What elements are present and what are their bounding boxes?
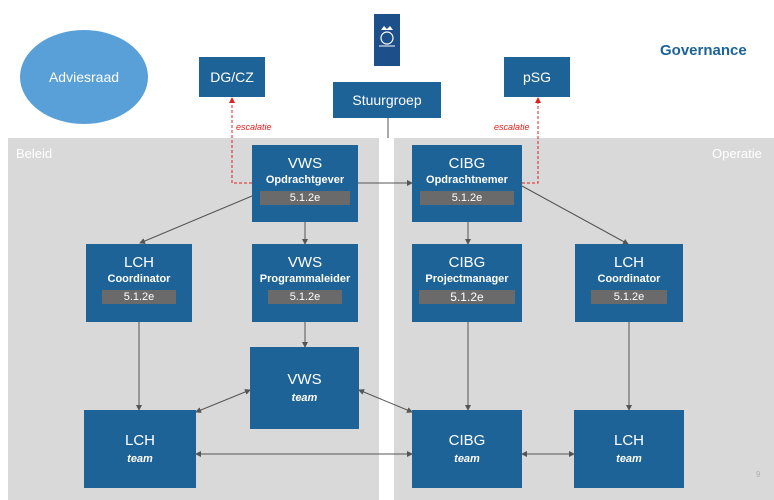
org-label: CIBG — [448, 432, 486, 449]
page-number: 9 — [756, 470, 761, 479]
operatie-label: Operatie — [712, 146, 762, 161]
role-label: Coordinator — [107, 273, 171, 285]
escalation-right-line — [522, 97, 541, 184]
role-label: Coordinator — [597, 273, 661, 285]
lch-team-right-box: LCH team — [574, 410, 684, 488]
org-label: VWS — [287, 371, 322, 388]
dgcz-box: DG/CZ — [199, 57, 265, 97]
team-label: team — [616, 453, 642, 465]
cibg-team-box: CIBG team — [412, 410, 522, 488]
org-label: LCH — [123, 254, 154, 271]
redaction-mark: 5.1.2e — [267, 290, 343, 304]
lch-coordinator-right-box: LCH Coordinator 5.1.2e — [575, 244, 683, 322]
dgcz-label: DG/CZ — [210, 69, 254, 85]
org-label: LCH — [124, 432, 155, 449]
team-label: team — [127, 453, 153, 465]
og-lch-arrow — [139, 195, 253, 244]
org-label: LCH — [613, 432, 644, 449]
page-title: Governance — [660, 42, 747, 59]
psg-box: pSG — [504, 57, 570, 97]
lch-coordinator-left-box: LCH Coordinator 5.1.2e — [86, 244, 192, 322]
escalation-left-line — [229, 97, 252, 184]
redaction-mark: 5.1.2e — [591, 290, 667, 304]
team-label: team — [454, 453, 480, 465]
vws-programmaleider-box: VWS Programmaleider 5.1.2e — [252, 244, 358, 322]
stuurgroep-label: Stuurgroep — [352, 92, 422, 108]
org-label: CIBG — [448, 155, 486, 172]
org-label: LCH — [613, 254, 644, 271]
beleid-label: Beleid — [16, 146, 53, 161]
org-label: VWS — [287, 155, 323, 172]
vwst-cibgt-arrow — [358, 389, 413, 413]
escalation-right-label: escalatie — [494, 122, 530, 132]
escalation-left-label: escalatie — [236, 122, 272, 132]
role-label: Programmaleider — [259, 273, 351, 285]
rijksoverheid-logo — [374, 14, 400, 66]
org-label: CIBG — [448, 254, 486, 271]
redaction-mark: 5.1.2e — [259, 191, 351, 205]
role-label: Opdrachtnemer — [426, 174, 508, 186]
lch-team-left-box: LCH team — [84, 410, 196, 488]
cibg-opdrachtnemer-box: CIBG Opdrachtnemer 5.1.2e — [412, 145, 522, 222]
coat-of-arms-icon — [379, 26, 395, 47]
vwst-lcht-arrow — [195, 389, 251, 413]
redaction-mark: 5.1.2e — [101, 290, 177, 304]
role-label: Opdrachtgever — [265, 174, 345, 186]
vws-team-box: VWS team — [250, 347, 359, 429]
redaction-mark: 5.1.2e — [418, 290, 516, 304]
on-lch-arrow — [521, 185, 629, 245]
team-label: team — [291, 392, 318, 404]
role-label: Projectmanager — [425, 273, 509, 285]
vws-opdrachtgever-box: VWS Opdrachtgever 5.1.2e — [252, 145, 358, 222]
adviesraad-ellipse: Adviesraad — [20, 30, 148, 124]
stuurgroep-box: Stuurgroep — [333, 82, 441, 118]
adviesraad-label: Adviesraad — [48, 69, 120, 85]
cibg-projectmanager-box: CIBG Projectmanager 5.1.2e — [412, 244, 522, 322]
psg-label: pSG — [522, 69, 551, 85]
org-label: VWS — [287, 254, 323, 271]
redaction-mark: 5.1.2e — [420, 191, 514, 205]
